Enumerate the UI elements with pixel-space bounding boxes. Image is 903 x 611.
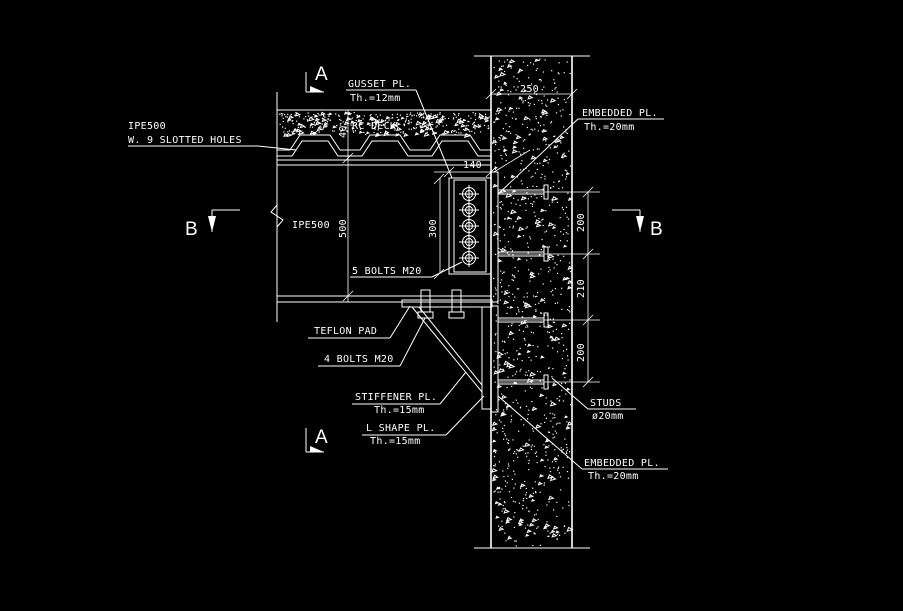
label-embedded-bottom: EMBEDDED PL. Th.=20mm bbox=[497, 395, 668, 482]
gusset-bolt bbox=[459, 233, 479, 251]
section-label-b-right: B bbox=[650, 219, 663, 240]
section-marker-b-right: B bbox=[612, 209, 663, 240]
dim-stud-spacing-2: 210 bbox=[576, 279, 587, 298]
label-l-shape: L SHAPE PL. Th.=15mm bbox=[362, 395, 485, 447]
label-embedded-top: EMBEDDED PL. Th.=20mm bbox=[497, 108, 664, 195]
label-studs: STUDS ø20mm bbox=[551, 377, 636, 422]
seat-bolt bbox=[416, 289, 435, 319]
lshape-thickness: Th.=15mm bbox=[370, 436, 421, 447]
dim-gusset-width: 140 bbox=[463, 160, 482, 171]
concrete-hatch bbox=[491, 58, 574, 547]
ipe500-beam bbox=[270, 159, 491, 303]
dim-wall-thickness: 250 bbox=[520, 84, 539, 95]
slab-concrete-hatch bbox=[279, 111, 490, 138]
label-stiffener: STIFFENER PL. Th.=15mm bbox=[352, 371, 467, 416]
seat-bolt bbox=[447, 289, 466, 319]
label-teflon: TEFLON PAD bbox=[308, 305, 411, 339]
stiffener-thickness: Th.=15mm bbox=[374, 405, 425, 416]
dim-stud-spacing-3: 200 bbox=[576, 343, 587, 362]
dimensions: 250 40 500 140 300 200 210 200 bbox=[338, 84, 600, 388]
section-label-a-bottom: A bbox=[315, 427, 328, 448]
gusset-plate bbox=[448, 177, 492, 275]
dim-stud-spacing-1: 200 bbox=[576, 213, 587, 232]
bolts5-label: 5 BOLTS M20 bbox=[352, 266, 422, 277]
label-ipe500-slotted: IPE500 W. 9 SLOTTED HOLES bbox=[128, 121, 297, 151]
embedded-top-thickness: Th.=20mm bbox=[584, 122, 635, 133]
section-marker-a-top: A bbox=[305, 64, 328, 93]
ipe-mid-label: IPE500 bbox=[292, 220, 330, 231]
embedded-top-label: EMBEDDED PL. bbox=[582, 108, 658, 119]
gusset-bolt bbox=[459, 217, 479, 235]
gusset-thickness: Th.=12mm bbox=[350, 93, 401, 104]
studs-label: STUDS bbox=[590, 398, 622, 409]
dim-slab: 40 bbox=[338, 125, 349, 138]
gusset-bolt bbox=[459, 201, 479, 219]
label-gusset: GUSSET PL. Th.=12mm bbox=[346, 79, 453, 179]
ipe-top-label: IPE500 bbox=[128, 121, 166, 132]
embedded-bottom-label: EMBEDDED PL. bbox=[584, 458, 660, 469]
ipe-slotted-label: W. 9 SLOTTED HOLES bbox=[128, 135, 242, 146]
section-label-b-left: B bbox=[185, 219, 198, 240]
section-marker-a-bottom: A bbox=[305, 427, 328, 453]
rc-deck-label: RC DECK bbox=[352, 121, 396, 132]
embedded-bottom-thickness: Th.=20mm bbox=[588, 471, 639, 482]
dim-beam-height: 500 bbox=[338, 219, 349, 238]
teflon-label: TEFLON PAD bbox=[314, 326, 377, 337]
section-marker-b-left: B bbox=[185, 209, 240, 240]
gusset-label: GUSSET PL. bbox=[348, 79, 411, 90]
dim-gusset-height: 300 bbox=[428, 219, 439, 238]
label-bolts-4: 4 BOLTS M20 bbox=[318, 317, 426, 367]
rc-deck-slab bbox=[276, 92, 491, 322]
bolt-group-5 bbox=[459, 185, 479, 267]
gusset-bolt bbox=[459, 249, 479, 267]
bolts4-label: 4 BOLTS M20 bbox=[324, 354, 394, 365]
embedded-plates bbox=[490, 171, 549, 413]
stiffener-label: STIFFENER PL. bbox=[355, 392, 437, 403]
lshape-label: L SHAPE PL. bbox=[366, 423, 436, 434]
studs-diameter: ø20mm bbox=[592, 411, 624, 422]
section-label-a-top: A bbox=[315, 64, 328, 85]
gusset-bolt bbox=[459, 185, 479, 203]
label-bolts-5: 5 BOLTS M20 bbox=[350, 261, 463, 278]
